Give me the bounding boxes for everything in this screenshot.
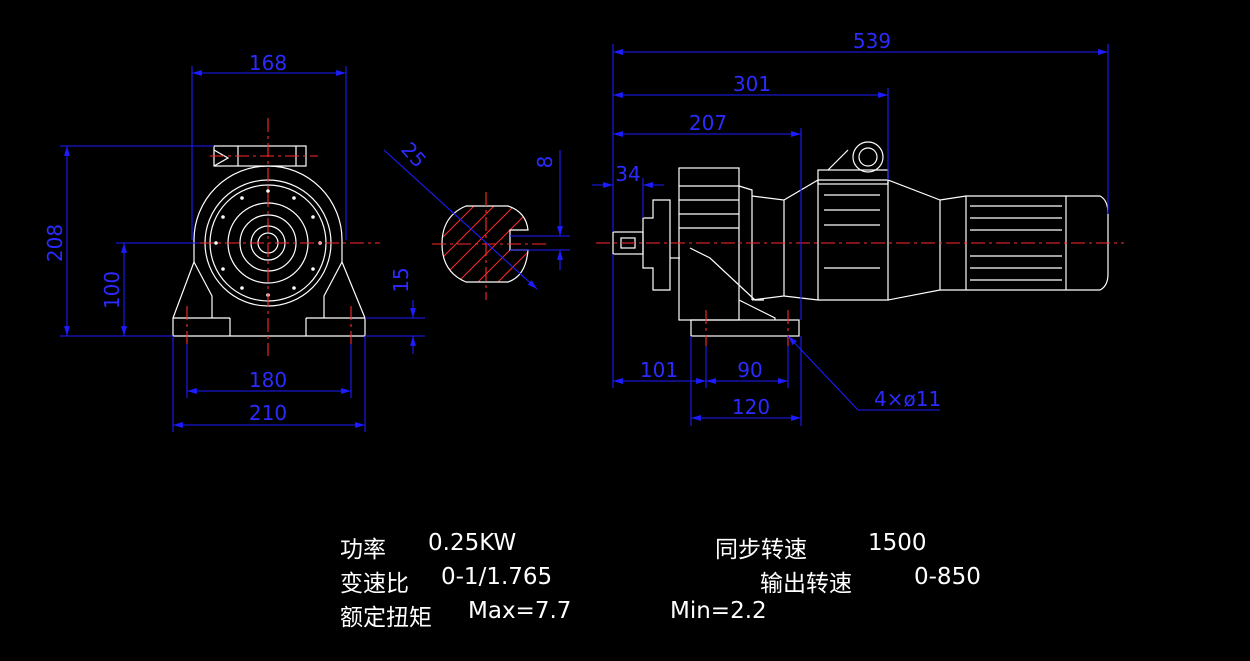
- dim-34: 34: [615, 162, 640, 186]
- dim-25: 25: [396, 137, 431, 172]
- shaft-section: [432, 192, 548, 300]
- spec-sync-speed-label: 同步转速: [715, 537, 807, 563]
- dim-210: 210: [249, 401, 287, 425]
- front-dimensions: 168 208 100 15 180 210: [43, 51, 425, 432]
- dim-100: 100: [100, 271, 124, 309]
- dim-301: 301: [733, 72, 771, 96]
- shaft-dimensions: 25 8: [383, 137, 570, 290]
- spec-sync-speed-value: 1500: [868, 530, 927, 556]
- spec-ratio-value: 0-1/1.765: [441, 564, 553, 590]
- spec-torque-min: Min=2.2: [670, 598, 767, 624]
- front-view: [150, 118, 380, 356]
- dim-168: 168: [249, 51, 287, 75]
- spec-output-speed-value: 0-850: [914, 564, 981, 590]
- dim-208: 208: [43, 224, 67, 262]
- spec-ratio-label: 变速比: [340, 571, 409, 597]
- front-housing-outline: [172, 165, 366, 337]
- dim-207: 207: [689, 111, 727, 135]
- spec-torque-label: 额定扭矩: [340, 605, 432, 631]
- bolt-holes-note: 4×ø11: [874, 387, 941, 411]
- spec-power-label: 功率: [340, 537, 386, 563]
- dim-180: 180: [249, 368, 287, 392]
- dim-90: 90: [737, 358, 762, 382]
- dim-120: 120: [732, 395, 770, 419]
- dim-101: 101: [640, 358, 678, 382]
- side-view: [596, 141, 1124, 346]
- side-dimensions: 539 301 207 34 101 90 120 4×ø11: [592, 29, 1109, 426]
- dim-15: 15: [389, 267, 413, 292]
- dim-8: 8: [533, 156, 557, 169]
- spec-output-speed-label: 输出转速: [760, 571, 852, 597]
- spec-torque-max: Max=7.7: [468, 598, 572, 624]
- dim-539: 539: [853, 29, 891, 53]
- spec-power-value: 0.25KW: [428, 530, 517, 556]
